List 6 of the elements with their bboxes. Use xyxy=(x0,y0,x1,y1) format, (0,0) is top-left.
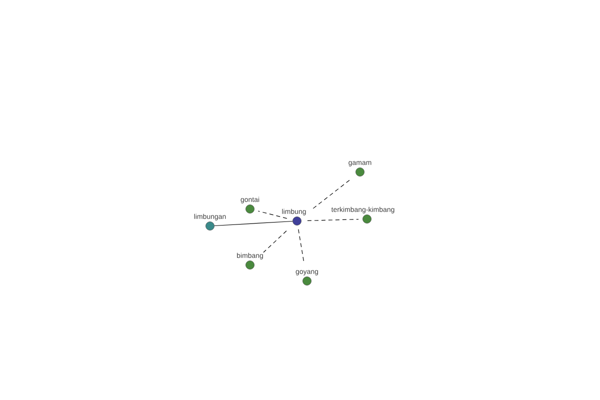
connector-line xyxy=(298,229,304,264)
connector-line xyxy=(214,220,293,226)
connector-line xyxy=(312,179,350,209)
connector-line xyxy=(263,230,287,253)
connector-line xyxy=(307,218,359,221)
connector-line xyxy=(258,210,288,219)
